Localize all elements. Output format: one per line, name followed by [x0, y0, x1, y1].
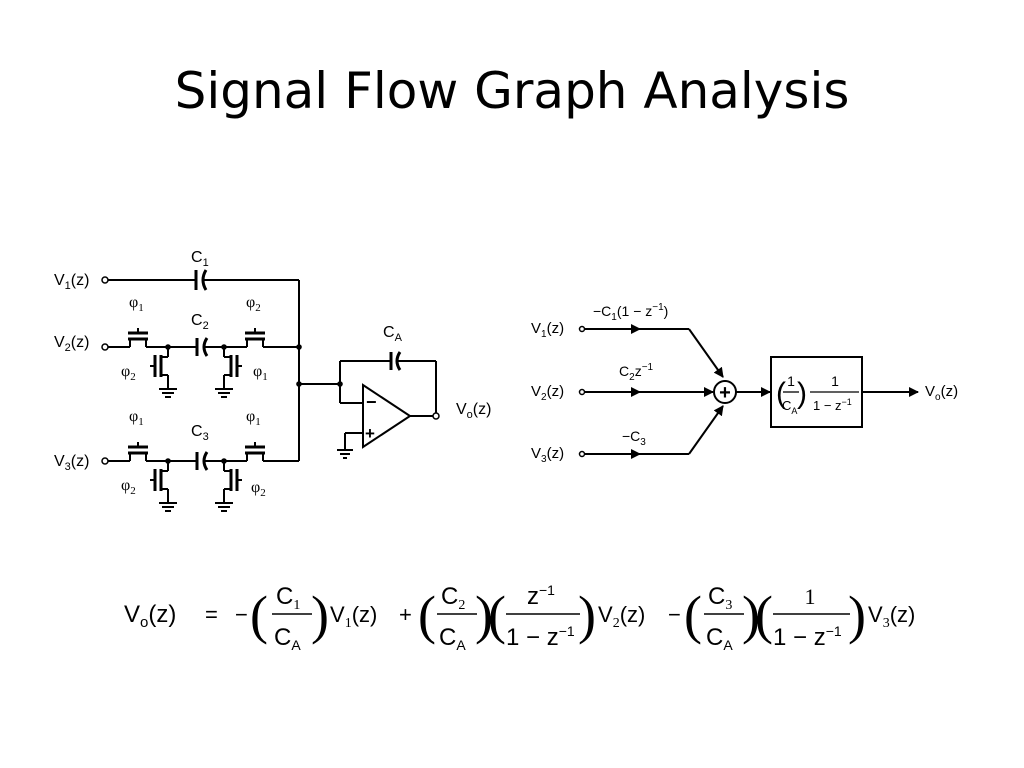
switch-v2-input — [121, 326, 155, 349]
eq-v1: V1(z) — [330, 602, 377, 631]
label-phi-h: φ2 — [251, 479, 266, 499]
input-terminal-v1 — [101, 276, 109, 284]
switch-v2-output — [238, 326, 272, 349]
label-phi-c: φ2 — [121, 363, 136, 383]
svg-text:): ) — [311, 585, 329, 645]
fg-input-v2: V2(z) — [531, 383, 564, 403]
eq-minus1: − — [235, 602, 248, 627]
circuit: V1(z) V2(z) V3(z) C1 C2 φ1 φ2 φ2 φ1 — [54, 249, 491, 513]
eq-lhs: Vo(z) — [124, 601, 176, 631]
svg-text:): ) — [475, 585, 493, 645]
label-phi-a: φ1 — [129, 294, 144, 314]
switch-v2-shunt-left — [148, 345, 179, 399]
eq-v3: V3(z) — [868, 602, 915, 631]
opamp-plus-sign: + — [365, 424, 375, 443]
equation: Vo(z) = − ( C1 CA ) V1(z) + ( C2 CA ) ( … — [124, 582, 915, 653]
fg-gain1: −C1(1 − z−1) — [593, 302, 668, 323]
fg-input-v3: V3(z) — [531, 445, 564, 465]
switch-v2-shunt-right — [213, 345, 244, 399]
opamp-minus-sign: − — [366, 392, 377, 412]
label-c2: C2 — [191, 312, 209, 332]
svg-text:(: ( — [418, 585, 436, 645]
circuit-input-v2: V2(z) — [54, 334, 89, 354]
block-den2: 1 − z−1 — [813, 397, 852, 413]
svg-text:(: ( — [684, 585, 702, 645]
label-phi-d: φ1 — [253, 363, 268, 383]
eq-zinv: z−1 — [527, 582, 555, 610]
svg-text:): ) — [578, 585, 596, 645]
summing-plus: + — [719, 382, 731, 404]
block-num2: 1 — [831, 373, 839, 389]
fg-gain3: −C3 — [622, 428, 646, 448]
input-terminal-v2 — [101, 343, 109, 351]
label-ca: CA — [383, 324, 403, 344]
switch-v3-input — [121, 440, 155, 463]
eq-c2: C2 — [441, 583, 465, 613]
eq-plus: + — [399, 602, 412, 627]
input-terminal-v3 — [101, 457, 109, 465]
eq-minus2: − — [668, 602, 681, 627]
eq-one: 1 — [805, 584, 816, 609]
output-terminal — [432, 412, 440, 420]
label-phi-f: φ1 — [246, 408, 261, 428]
eq-v2: V2(z) — [598, 602, 645, 631]
block-den1: CA — [782, 398, 797, 416]
eq-den-a: 1 − z−1 — [506, 623, 575, 651]
svg-text:): ) — [742, 585, 760, 645]
eq-equals: = — [205, 602, 218, 627]
circuit-input-v3: V3(z) — [54, 453, 89, 473]
eq-ca3: CA — [706, 624, 733, 653]
svg-text:): ) — [797, 377, 807, 410]
circuit-output-label: Vo(z) — [456, 401, 491, 421]
fg-input-v1: V1(z) — [531, 320, 564, 340]
label-phi-g: φ2 — [121, 477, 136, 497]
svg-text:(: ( — [776, 377, 786, 410]
fg-gain2: C2z−1 — [619, 362, 654, 383]
label-c3: C3 — [191, 423, 209, 443]
eq-ca2: CA — [439, 624, 466, 653]
fg-output-label: Vo(z) — [925, 383, 958, 403]
block-num1: 1 — [787, 373, 795, 389]
eq-den-b: 1 − z−1 — [773, 623, 842, 651]
svg-text:(: ( — [488, 585, 506, 645]
circuit-input-v1: V1(z) — [54, 272, 89, 292]
label-phi-e: φ1 — [129, 408, 144, 428]
switch-v3-output — [238, 440, 272, 463]
label-c1: C1 — [191, 249, 209, 269]
opamp — [362, 383, 412, 449]
eq-ca1: CA — [274, 624, 301, 653]
eq-c3: C3 — [708, 583, 732, 613]
slide-title: Signal Flow Graph Analysis — [174, 62, 850, 120]
label-phi-b: φ2 — [246, 294, 261, 314]
switch-v3-shunt-left — [148, 459, 179, 513]
svg-text:(: ( — [250, 585, 268, 645]
flowgraph: V1(z) V2(z) V3(z) −C1(1 − z−1) C2z−1 −C3… — [531, 302, 958, 465]
switch-v3-shunt-right — [213, 459, 244, 513]
svg-text:): ) — [848, 585, 866, 645]
eq-c1: C1 — [276, 583, 300, 613]
svg-text:(: ( — [755, 585, 773, 645]
